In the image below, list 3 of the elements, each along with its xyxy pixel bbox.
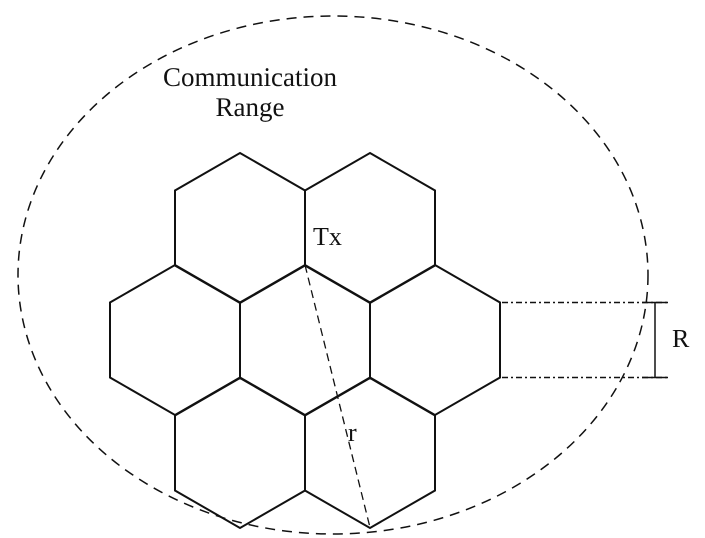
dimension-label: R bbox=[672, 324, 690, 354]
radius-label: r bbox=[348, 418, 357, 448]
range-label: Communication Range bbox=[162, 62, 338, 122]
